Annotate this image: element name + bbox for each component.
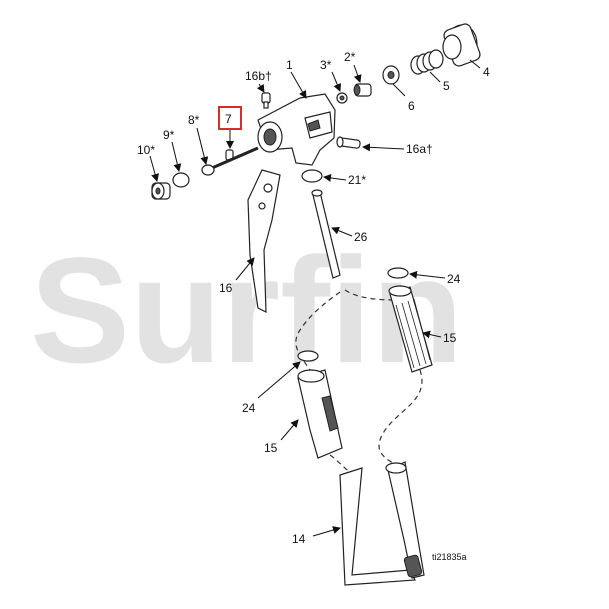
label-16b: 16b† [245,69,272,83]
part-6-washer [382,65,400,85]
label-24-upper: 24 [447,272,461,286]
leader-21 [323,173,347,182]
leader-15-upper [422,330,442,339]
part-14-hanger-swivel [339,461,425,586]
label-3: 3* [320,58,332,72]
hose-path [295,289,423,476]
leader-9 [171,141,182,172]
leader-2 [353,64,362,83]
label-14: 14 [292,532,306,546]
part-24-seal-upper [387,267,409,279]
label-9: 9* [163,128,175,142]
part-3-seal [336,92,348,104]
leader-16b [256,83,265,93]
part-5-spring [410,49,444,75]
label-6: 6 [408,99,415,113]
part-1-gun-body [257,93,336,166]
leader-10 [149,155,159,182]
leader-16 [235,257,255,281]
label-16a: 16a† [406,142,433,156]
part-26-tube [311,189,341,279]
part-4-nut [442,23,481,67]
leader-24-lower [257,361,301,399]
part-16-trigger [247,169,281,313]
label-5: 5 [443,79,450,93]
part-15-handle-lower [297,369,343,459]
label-15-upper: 15 [443,331,457,345]
leader-14 [312,526,341,537]
leader-3 [331,71,341,92]
part-21-o-ring [301,169,323,183]
part-16b-screw [261,92,271,109]
label-1: 1 [286,58,293,72]
watermark: Surfin [30,226,463,394]
leader-24-upper [409,270,446,279]
part-8-needle [201,146,259,176]
label-21: 21* [348,173,366,187]
leader-1 [290,71,307,99]
label-15-lower: 15 [264,441,278,455]
label-24-lower: 24 [242,401,256,415]
label-2: 2* [344,50,356,64]
figure-reference: ti21835a [432,552,467,562]
label-26: 26 [354,230,368,244]
leader-16a [362,143,405,152]
part-24-seal-lower [297,350,319,362]
leader-6 [392,83,406,97]
label-10: 10* [137,143,155,157]
label-16: 16 [219,281,233,295]
part-10-nut [151,182,171,200]
part-9-ring [172,172,190,188]
label-4: 4 [483,65,490,79]
part-15-handle-upper [388,285,433,373]
leader-5 [429,71,441,83]
part-16a-pin [336,136,361,149]
leader-15-lower [280,419,299,441]
leader-8 [196,127,209,165]
leader-4 [469,59,481,69]
highlight-box-7 [218,106,242,130]
label-8: 8* [188,113,200,127]
part-2-fitting [353,83,372,97]
label-7: 7 [225,112,232,126]
leader-26 [331,226,353,237]
